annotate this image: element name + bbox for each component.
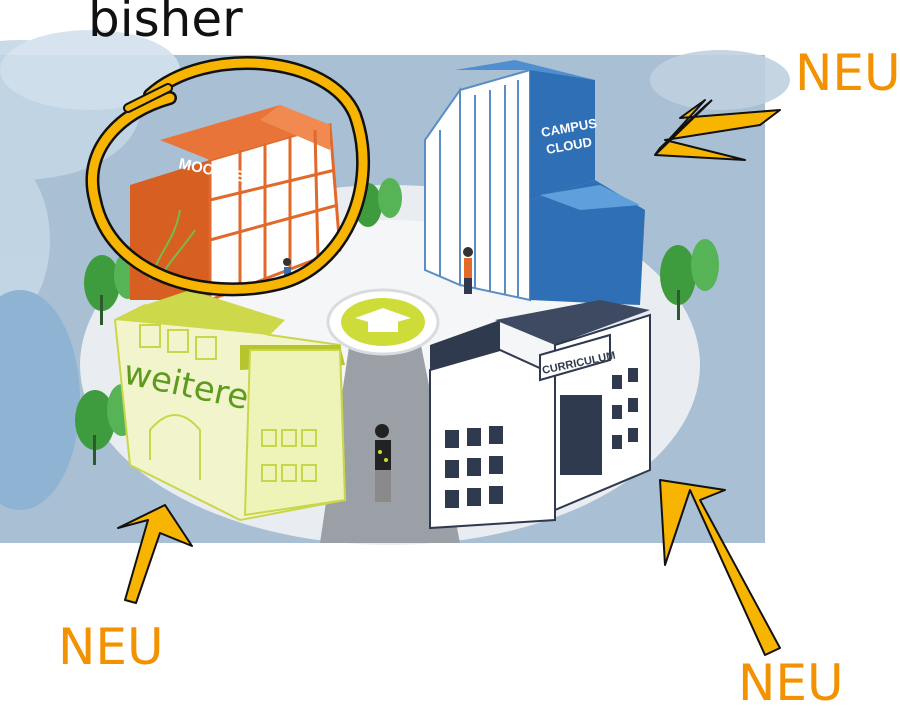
campus-cloud-building: CAMPUS CLOUD — [424, 60, 645, 305]
people — [283, 247, 473, 502]
neu-label-top-right: NEU — [795, 44, 900, 102]
curriculum-building: CURRICULUM — [429, 300, 651, 530]
weitere-building — [113, 290, 347, 522]
moodle-highlight-circle — [85, 56, 370, 297]
arrow-bottom-right — [659, 479, 781, 656]
bisher-label: bisher — [88, 0, 243, 48]
neu-label-bottom-left: NEU — [58, 618, 164, 676]
neu-label-bottom-right: NEU — [738, 654, 844, 712]
arrow-top-right — [654, 99, 781, 161]
left-shadow — [0, 290, 80, 510]
graduation-cap-icon — [355, 308, 411, 332]
arrow-bottom-left — [117, 504, 193, 604]
